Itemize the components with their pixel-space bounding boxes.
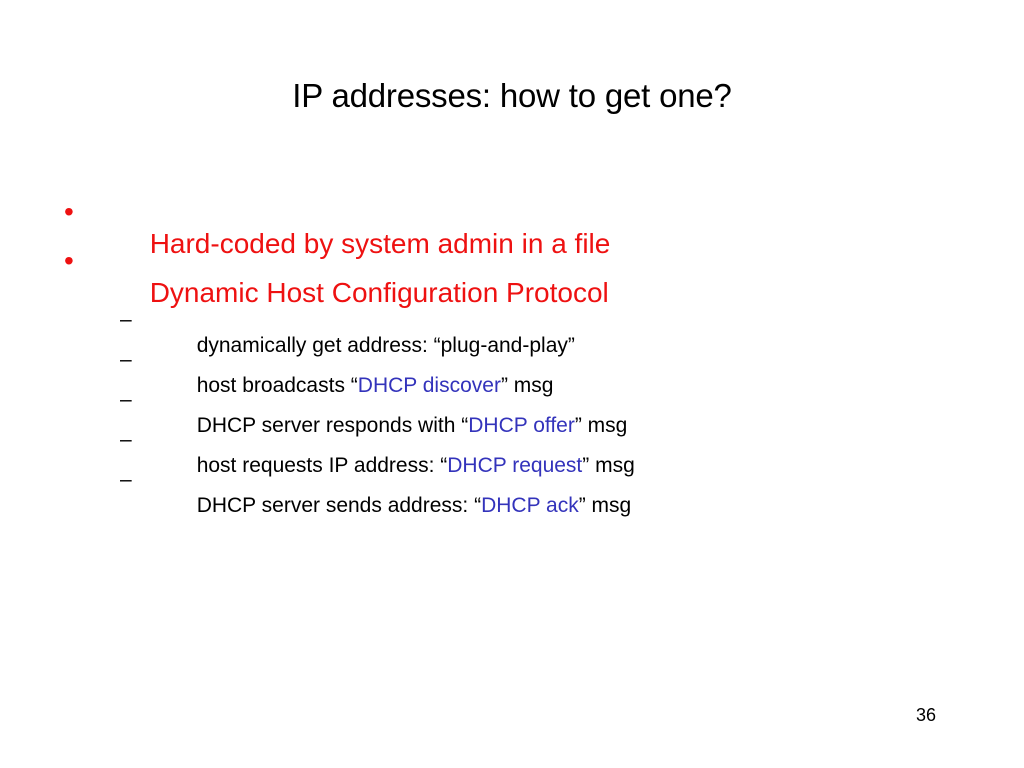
list-item-label: Hard-coded by system admin in a file bbox=[149, 228, 611, 259]
list-item: • Hard-coded by system admin in a file bbox=[0, 196, 1024, 259]
list-item: – DHCP server responds with “DHCP offer” … bbox=[0, 387, 1024, 437]
list-item-label-tail: ” msg bbox=[574, 414, 628, 437]
list-item: – host requests IP address: “DHCP request… bbox=[0, 427, 1024, 477]
list-item-label: host broadcasts “ bbox=[196, 374, 358, 397]
list-item-label-tail: ” msg bbox=[578, 494, 632, 517]
list-item-label: DHCP server responds with “ bbox=[196, 414, 469, 437]
list-item-label: dynamically get address: “plug-and-play” bbox=[196, 334, 575, 357]
bullet-dash-icon: – bbox=[120, 468, 132, 491]
list-item-label: host requests IP address: “ bbox=[196, 454, 448, 477]
list-item: – DHCP server sends address: “DHCP ack” m… bbox=[0, 467, 1024, 517]
bullet-dash-icon: – bbox=[120, 428, 132, 451]
list-item-label-tail: ” msg bbox=[500, 374, 554, 397]
page-number: 36 bbox=[915, 705, 936, 725]
highlight-term: DHCP offer bbox=[468, 414, 575, 437]
bullet-dash-icon: – bbox=[120, 348, 132, 371]
list-item-label: Dynamic Host Configuration Protocol bbox=[149, 277, 609, 308]
slide-body: • Hard-coded by system admin in a file • D… bbox=[0, 196, 1024, 517]
list-item: • Dynamic Host Configuration Protocol bbox=[0, 245, 1024, 308]
list-item-label-tail: ” msg bbox=[582, 454, 635, 477]
highlight-term: DHCP request bbox=[447, 454, 583, 477]
bullet-dash-icon: – bbox=[120, 388, 132, 411]
highlight-term: DHCP discover bbox=[357, 374, 501, 397]
page-title: IP addresses: how to get one? bbox=[292, 77, 732, 114]
highlight-term: DHCP ack bbox=[481, 494, 579, 517]
bullet-dot-icon: • bbox=[64, 196, 74, 227]
bullet-dash-icon: – bbox=[120, 308, 132, 331]
list-item: – host broadcasts “DHCP discover” msg bbox=[0, 347, 1024, 397]
list-item: – dynamically get address: “plug-and-play… bbox=[0, 307, 1024, 357]
list-item-label: DHCP server sends address: “ bbox=[196, 494, 482, 517]
sub-list: – dynamically get address: “plug-and-play… bbox=[0, 307, 1024, 517]
bullet-dot-icon: • bbox=[64, 245, 74, 276]
